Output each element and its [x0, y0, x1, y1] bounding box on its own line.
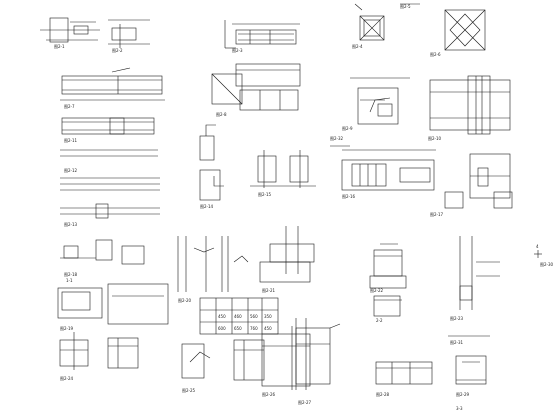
detail-2-26	[261, 326, 311, 390]
label-l27: 图2-27	[298, 399, 312, 405]
label-l04: 图2-4	[352, 43, 363, 49]
label-l36: 4	[536, 244, 539, 249]
label-l06: 图2-6	[430, 51, 441, 57]
label-l09: 图2-9	[342, 125, 353, 131]
detail-2-6	[444, 9, 486, 51]
label-l07: 图2-7	[64, 103, 75, 109]
table-cell: 650	[234, 326, 242, 331]
detail-2-7	[60, 67, 165, 101]
detail-2-28	[375, 361, 433, 385]
detail-2-5	[354, 3, 420, 11]
label-l22: 图2-22	[370, 287, 384, 293]
label-l24: 图2-24	[60, 375, 74, 381]
table-1	[199, 297, 279, 335]
labels: 图2-1 图2-2 图2-3 图2-4 图2-5 图2-6 图2-7 图2-8 …	[54, 3, 554, 411]
label-l31: 图2-31	[450, 339, 464, 345]
detail-2-2	[108, 19, 150, 48]
label-l33: 1-1	[66, 278, 73, 283]
label-l21: 图2-21	[262, 287, 276, 293]
label-l14: 图2-14	[200, 203, 214, 209]
label-l34: 2-2	[376, 318, 383, 323]
detail-2-20	[177, 236, 249, 292]
label-l35: 3-3	[456, 406, 463, 411]
table-cell: 560	[250, 314, 258, 319]
table-cell: 760	[250, 326, 258, 331]
table-cell: 350	[264, 314, 272, 319]
table-cell: 450	[218, 314, 226, 319]
detail-2-24	[59, 332, 139, 370]
label-l26: 图2-26	[262, 391, 276, 397]
label-l32: 图2-32	[330, 135, 344, 141]
table-1-cells: 450 460 560 350 600 650 760 450	[218, 314, 272, 331]
label-l08: 图2-8	[216, 111, 227, 117]
detail-2-18	[60, 239, 145, 265]
label-l15: 图2-15	[258, 191, 272, 197]
detail-2-21	[259, 226, 315, 283]
detail-2-13	[60, 203, 160, 219]
label-l18: 图2-18	[64, 271, 78, 277]
label-l05: 图2-5	[400, 3, 411, 9]
detail-2-3	[224, 20, 300, 49]
label-l23: 图2-23	[450, 315, 464, 321]
label-l11: 图2-11	[64, 137, 78, 143]
label-l13: 图2-13	[64, 221, 78, 227]
label-l03: 图2-3	[232, 47, 243, 53]
detail-2-15	[250, 150, 316, 188]
label-l17: 图2-17	[430, 211, 444, 217]
detail-2-1	[40, 17, 100, 43]
detail-2-22	[369, 243, 407, 317]
detail-2-16	[341, 149, 436, 191]
label-l16: 图2-16	[342, 193, 356, 199]
detail-2-25	[181, 339, 265, 381]
label-l01: 图2-1	[54, 43, 65, 49]
table-cell: 460	[234, 314, 242, 319]
drawing-lines	[40, 3, 542, 390]
detail-2-9	[350, 77, 410, 125]
label-l25: 图2-25	[182, 387, 196, 393]
detail-2-27	[295, 318, 341, 390]
detail-2-10	[429, 75, 511, 135]
detail-2-11	[60, 117, 158, 157]
detail-2-23	[459, 236, 500, 310]
label-l30: 图2-30	[540, 261, 554, 267]
detail-2-12	[60, 177, 160, 191]
detail-2-4	[359, 15, 385, 41]
detail-2-29	[455, 355, 487, 385]
detail-2-30	[534, 250, 542, 258]
label-l10: 图2-10	[428, 135, 442, 141]
table-cell: 450	[264, 326, 272, 331]
label-l19: 图2-19	[60, 325, 74, 331]
table-cell: 600	[218, 326, 226, 331]
detail-2-8	[211, 63, 301, 111]
label-l02: 图2-2	[112, 47, 123, 53]
detail-2-19	[57, 283, 169, 325]
detail-2-17	[444, 153, 513, 209]
label-l12: 图2-12	[64, 167, 78, 173]
label-l29: 图2-29	[456, 391, 470, 397]
detail-2-14	[199, 124, 224, 201]
label-l28: 图2-28	[376, 391, 390, 397]
label-l20: 图2-20	[178, 297, 192, 303]
